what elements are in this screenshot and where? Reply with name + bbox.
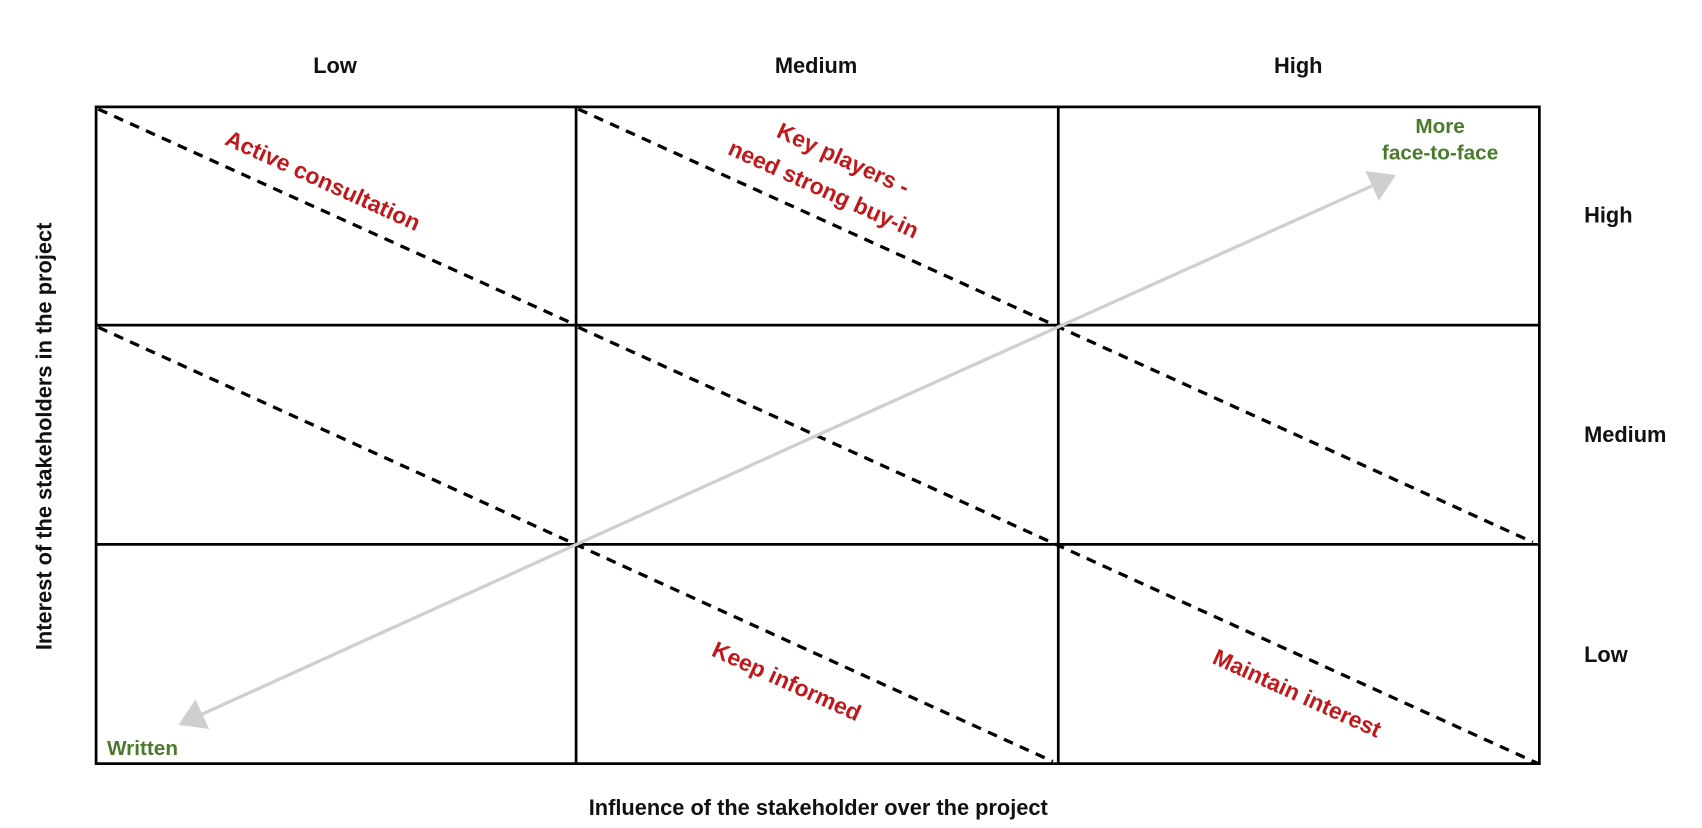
communication-label-face-to-face: face-to-face (1382, 141, 1498, 164)
matrix-grid (94, 105, 1541, 765)
y-tick-medium: Medium (1584, 422, 1666, 447)
x-tick-high: High (1274, 53, 1322, 78)
zone-label-maintain-interest: Maintain interest (1209, 644, 1386, 743)
communication-label-more: More (1415, 115, 1465, 138)
y-axis-title: Interest of the stakeholders in the proj… (31, 223, 56, 651)
communication-arrow-down (178, 433, 818, 729)
x-tick-low: Low (313, 53, 357, 78)
y-tick-high: High (1584, 203, 1632, 228)
x-tick-medium: Medium (775, 53, 857, 78)
zone-label-active-consultation: Active consultation (222, 125, 425, 236)
zone-boundary-line (97, 107, 577, 327)
zone-boundary-line (577, 325, 1539, 766)
communication-label-written: Written (107, 737, 178, 760)
x-axis-title: Influence of the stakeholder over the pr… (589, 795, 1048, 820)
zone-boundary-line (577, 107, 1534, 544)
communication-arrow-up (816, 170, 1396, 437)
zone-label-keep-informed: Keep informed (708, 636, 865, 726)
y-tick-low: Low (1584, 642, 1628, 667)
